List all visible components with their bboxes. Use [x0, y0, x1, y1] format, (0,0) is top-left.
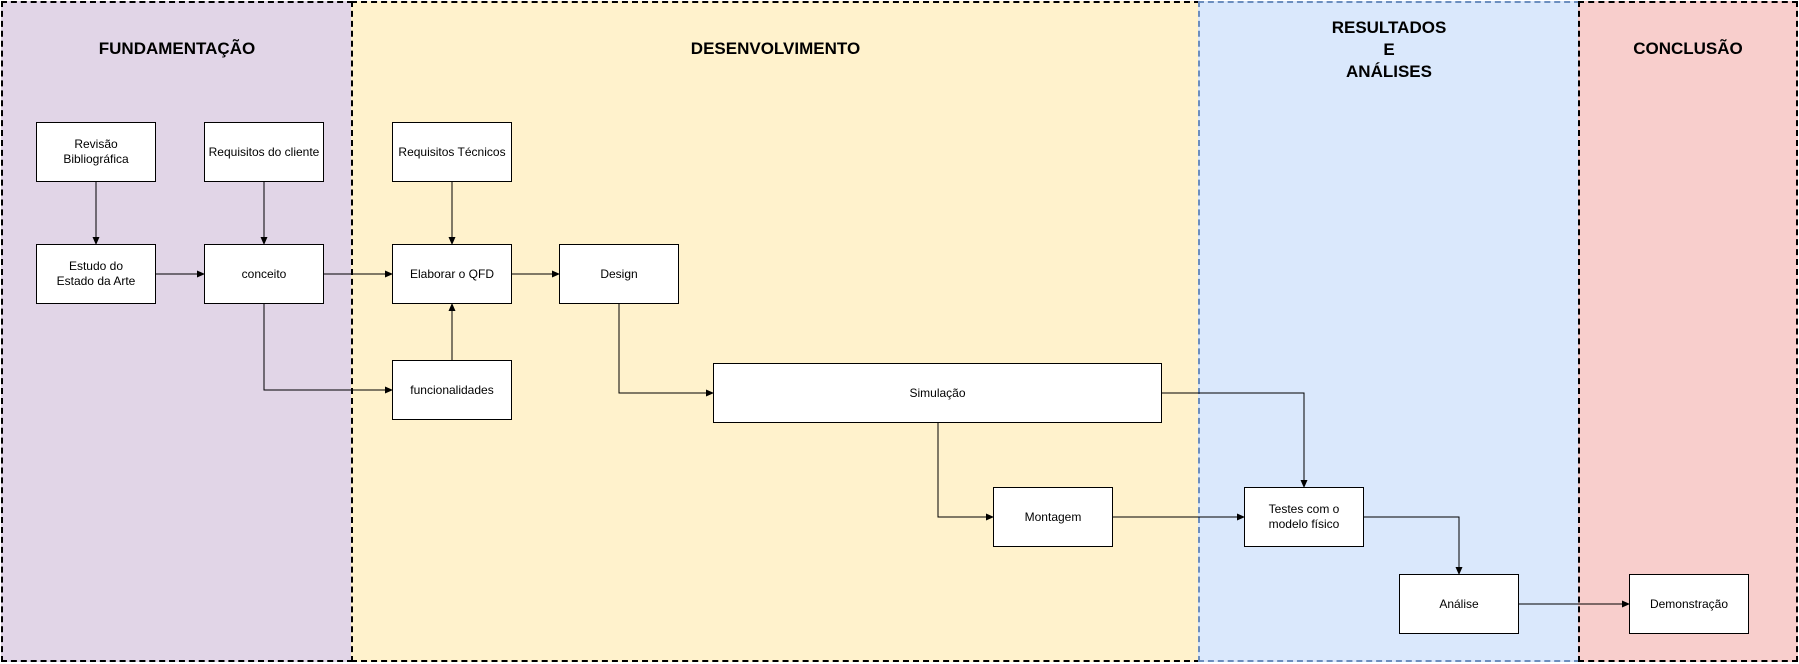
lane-conclusao: CONCLUSÃO	[1578, 1, 1798, 662]
node-requisitos-do-cliente[interactable]: Requisitos do cliente	[204, 122, 324, 182]
edge-conceito-funcionalidades	[263, 304, 393, 394]
lane-title-resultados: RESULTADOS E ANÁLISES	[1331, 18, 1447, 81]
node-testes-modelo-fisico[interactable]: Testes com o modelo físico	[1244, 487, 1364, 547]
node-simulacao[interactable]: Simulação	[713, 363, 1162, 423]
lane-resultados: RESULTADOS E ANÁLISES	[1198, 1, 1580, 662]
node-analise[interactable]: Análise	[1399, 574, 1519, 634]
node-design[interactable]: Design	[559, 244, 679, 304]
edge-testes-analise	[1364, 516, 1463, 575]
node-estudo-estado-da-arte[interactable]: Estudo do Estado da Arte	[36, 244, 156, 304]
edge-design-simulacao	[618, 304, 714, 397]
node-revisao-bibliografica[interactable]: Revisão Bibliográfica	[36, 122, 156, 182]
lane-title-conclusao: CONCLUSÃO	[1633, 39, 1743, 58]
edge-simulacao-montagem	[937, 423, 994, 521]
edge-simulacao-testes	[1162, 392, 1308, 488]
lane-title-fundamentacao: FUNDAMENTAÇÃO	[98, 39, 256, 58]
node-funcionalidades[interactable]: funcionalidades	[392, 360, 512, 420]
node-elaborar-qfd[interactable]: Elaborar o QFD	[392, 244, 512, 304]
node-conceito[interactable]: conceito	[204, 244, 324, 304]
lane-fundamentacao: FUNDAMENTAÇÃO	[1, 1, 353, 662]
node-requisitos-tecnicos[interactable]: Requisitos Técnicos	[392, 122, 512, 182]
lane-desenvolvimento: DESENVOLVIMENTO	[351, 1, 1200, 662]
node-montagem[interactable]: Montagem	[993, 487, 1113, 547]
node-demonstracao[interactable]: Demonstração	[1629, 574, 1749, 634]
lane-title-desenvolvimento: DESENVOLVIMENTO	[690, 39, 861, 58]
